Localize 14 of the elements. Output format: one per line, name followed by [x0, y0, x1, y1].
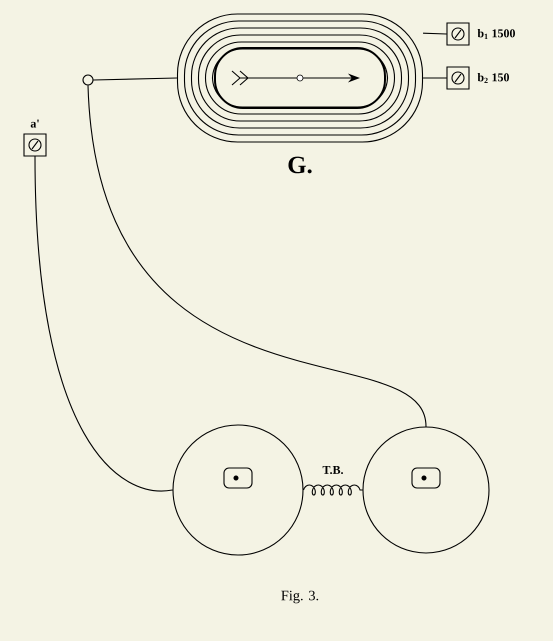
hook-terminal — [82, 74, 94, 86]
galvanometer-label: G. — [288, 156, 312, 174]
terminal-label: a' — [30, 120, 39, 128]
wire — [94, 77, 177, 81]
terminal-label: b$_{2}$ 150 — [478, 72, 509, 84]
battery-label: T.B. — [322, 466, 343, 474]
battery-cell — [172, 424, 304, 556]
battery-cell — [362, 426, 490, 554]
terminal-label: b$_{1}$ 1500 — [478, 28, 515, 40]
wire — [87, 86, 427, 427]
wire — [423, 77, 446, 79]
figure-caption: Fig. 3. — [281, 590, 318, 604]
wire — [34, 156, 172, 492]
wire — [423, 32, 446, 35]
